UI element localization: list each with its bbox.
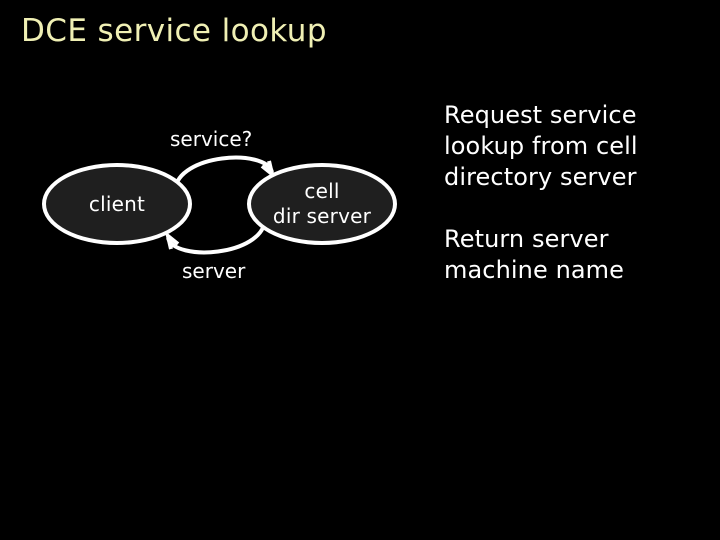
node-cell-dir-server-label: cell dir server bbox=[273, 179, 371, 229]
node-client-label: client bbox=[88, 191, 146, 216]
node-client[interactable]: client bbox=[42, 163, 192, 245]
response-arrow-arc bbox=[166, 219, 267, 255]
page-title: DCE service lookup bbox=[21, 13, 327, 49]
note-paragraph-request: Request service lookup from cell directo… bbox=[444, 101, 638, 191]
request-arrow-arc bbox=[173, 155, 274, 191]
node-cell-dir-server[interactable]: cell dir server bbox=[247, 163, 397, 245]
diagram-arrows bbox=[164, 155, 276, 255]
dce-service-lookup-diagram: client cell dir server service? server bbox=[0, 110, 430, 300]
edge-label-request: service? bbox=[170, 127, 253, 151]
node-cell-dir-server-label-line1: cell bbox=[304, 179, 340, 203]
response-arrow-head bbox=[164, 230, 180, 250]
node-cell-dir-server-label-line2: dir server bbox=[272, 204, 372, 228]
note-paragraph-return: Return server machine name bbox=[444, 225, 625, 284]
edge-label-response: server bbox=[182, 259, 246, 283]
notes-panel: Request service lookup from cell directo… bbox=[444, 100, 706, 286]
